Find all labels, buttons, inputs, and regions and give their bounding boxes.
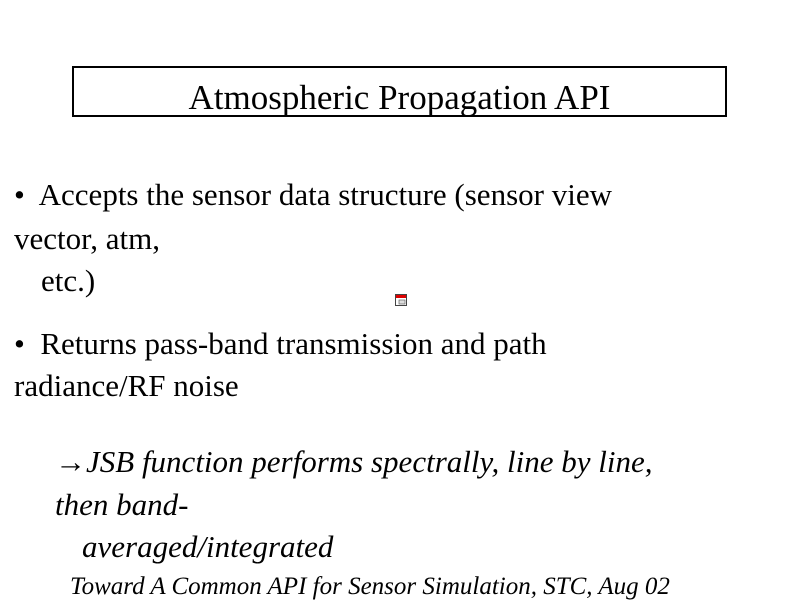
embedded-object-icon[interactable] xyxy=(395,293,407,306)
bullet-text: Accepts the sensor data structure (senso… xyxy=(38,177,612,212)
bullet-1-line-2: vector, atm, xyxy=(14,221,160,256)
title-box xyxy=(72,66,727,117)
note-line-2: then band- xyxy=(55,487,189,522)
note-text: JSB function performs spectrally, line b… xyxy=(86,444,653,479)
slide-footer: Toward A Common API for Sensor Simulatio… xyxy=(70,573,670,600)
bullet-1-line-1: • Accepts the sensor data structure (sen… xyxy=(14,177,612,213)
bullet-marker: • xyxy=(14,326,25,361)
note-line-3: averaged/integrated xyxy=(82,529,334,564)
slide-title: Atmospheric Propagation API xyxy=(188,78,611,117)
bullet-1-line-3: etc.) xyxy=(41,263,96,298)
note-line-1: →JSB function performs spectrally, line … xyxy=(55,444,653,480)
bullet-text: Returns pass-band transmission and path xyxy=(40,326,547,361)
bullet-2-line-2: radiance/RF noise xyxy=(14,368,239,403)
bullet-2-line-1: • Returns pass-band transmission and pat… xyxy=(14,326,547,362)
bullet-marker: • xyxy=(14,177,25,212)
arrow-icon: → xyxy=(55,444,86,479)
